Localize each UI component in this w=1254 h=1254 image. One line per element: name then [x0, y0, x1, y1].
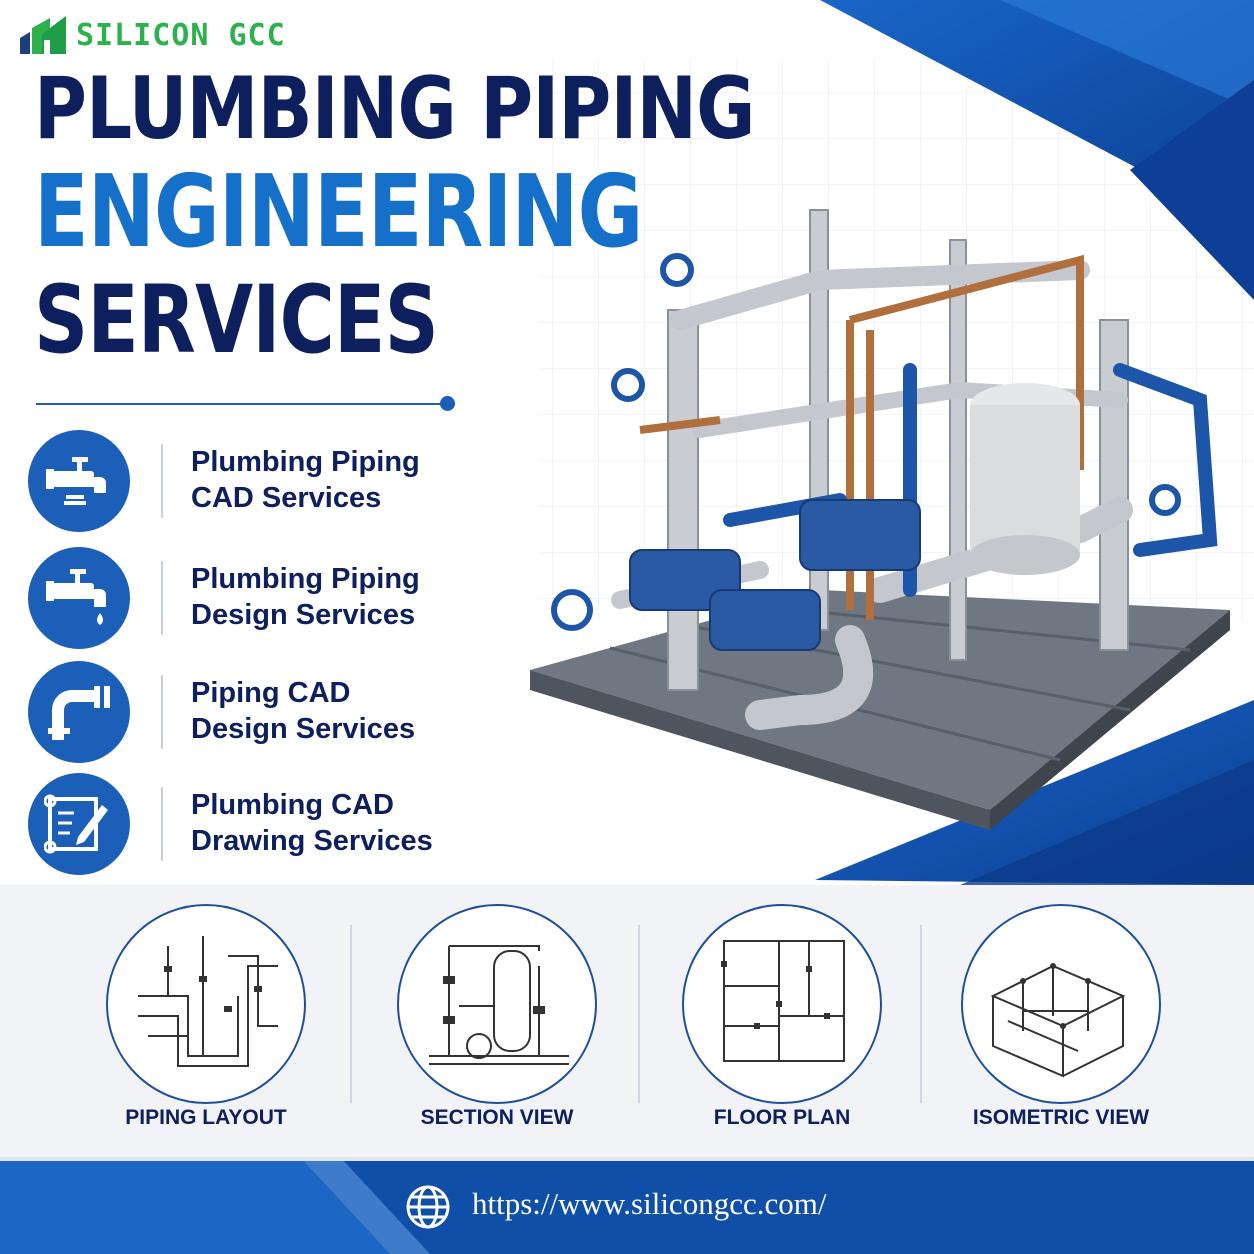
title-underline-dot: [440, 396, 455, 411]
view-circle: [682, 904, 882, 1104]
section-view-drawing: [429, 945, 569, 1065]
service-divider: [161, 675, 163, 749]
view-floor-plan: FLOOR PLAN: [677, 900, 887, 1140]
lower-blue-wedge-dark: [960, 760, 1254, 885]
logo-mark-icon: [20, 16, 66, 54]
view-piping-layout: PIPING LAYOUT: [101, 900, 311, 1140]
service-icon-circle: [28, 661, 130, 763]
view-isometric: ISOMETRIC VIEW: [956, 900, 1166, 1140]
headline-line-3: SERVICES: [34, 266, 439, 375]
floor-plan-drawing: [721, 940, 845, 1062]
service-label: Plumbing Piping Design Services: [191, 563, 420, 631]
brand-name: SILICON GCC: [76, 18, 286, 53]
view-divider: [920, 925, 922, 1103]
service-item-piping-cad: Piping CAD Design Services: [28, 661, 488, 765]
view-divider: [638, 925, 640, 1103]
service-label: Plumbing Piping CAD Services: [191, 446, 420, 514]
faucet-drop-icon: [46, 569, 106, 625]
faucet-icon: [46, 457, 106, 505]
globe-icon: [406, 1185, 450, 1229]
service-item-drawing: Plumbing CAD Drawing Services: [28, 773, 488, 877]
pipe-elbow-icon: [48, 686, 110, 740]
brand-logo: SILICON GCC: [16, 14, 336, 60]
headline-line-1: PLUMBING PIPING: [34, 59, 755, 159]
footer-bar: [0, 1157, 1254, 1254]
website-link[interactable]: https://www.silicongcc.com/: [472, 1186, 827, 1221]
view-label: ISOMETRIC VIEW: [972, 1106, 1150, 1129]
service-label: Plumbing CAD Drawing Services: [191, 789, 433, 857]
service-divider: [161, 787, 163, 861]
view-section: SECTION VIEW: [392, 900, 602, 1140]
headline-line-2: ENGINEERING: [34, 153, 643, 270]
service-label: Piping CAD Design Services: [191, 677, 416, 745]
service-icon-circle: [28, 430, 130, 532]
service-icon-circle: [28, 773, 130, 875]
service-item-cad: Plumbing Piping CAD Services: [28, 430, 488, 534]
service-divider: [161, 561, 163, 635]
view-label: FLOOR PLAN: [713, 1106, 851, 1129]
right-blue-wedge: [1130, 80, 1254, 300]
service-divider: [161, 444, 163, 518]
service-icon-circle: [28, 547, 130, 649]
view-divider: [350, 925, 352, 1103]
pipe-skid-illustration: [530, 209, 1230, 830]
view-label: PIPING LAYOUT: [125, 1106, 287, 1129]
service-item-design: Plumbing Piping Design Services: [28, 547, 488, 651]
view-label: SECTION VIEW: [420, 1106, 574, 1129]
view-circle: [106, 904, 306, 1104]
view-circle: [961, 904, 1161, 1104]
piping-layout-drawing: [138, 936, 278, 1067]
top-blue-wedge-light: [1000, 0, 1254, 110]
title-underline: [36, 403, 444, 405]
isometric-view-drawing: [990, 963, 1126, 1078]
view-circle: [397, 904, 597, 1104]
blueprint-pencil-icon: [44, 794, 108, 854]
